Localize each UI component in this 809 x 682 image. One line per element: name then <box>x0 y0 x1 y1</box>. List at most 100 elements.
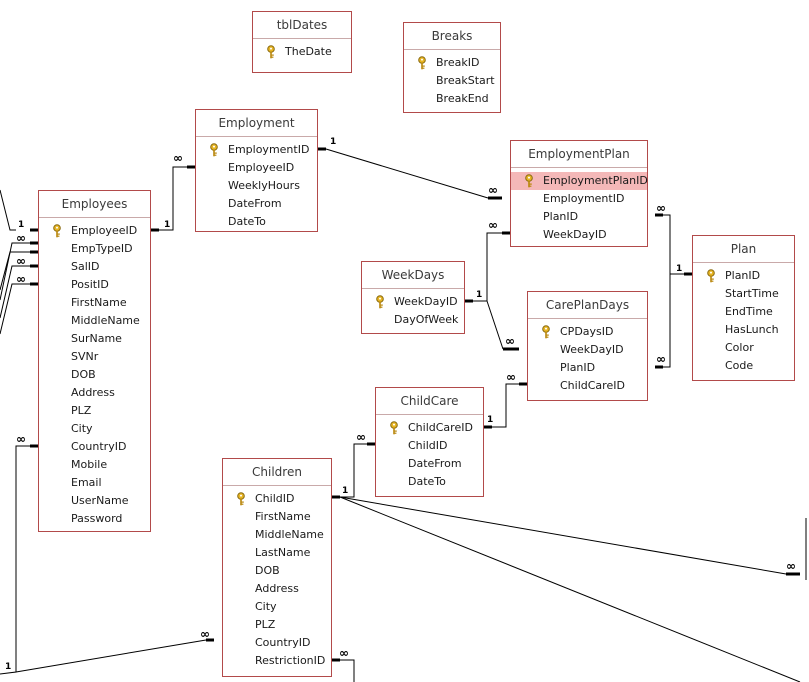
field-weeklyhours[interactable]: WeeklyHours <box>196 177 317 195</box>
table-title[interactable]: EmploymentPlan <box>511 141 647 168</box>
field-employmentplanid[interactable]: EmploymentPlanID <box>511 172 648 190</box>
field-salid[interactable]: SalID <box>39 258 150 276</box>
field-plz[interactable]: PLZ <box>223 616 331 634</box>
field-label: DateTo <box>228 215 266 228</box>
field-plz[interactable]: PLZ <box>39 402 150 420</box>
field-breakend[interactable]: BreakEnd <box>404 90 500 108</box>
field-breakid[interactable]: BreakID <box>404 54 500 72</box>
field-weekdayid[interactable]: WeekDayID <box>511 226 647 244</box>
table-title[interactable]: WeekDays <box>362 262 464 289</box>
field-label: Password <box>71 512 123 525</box>
field-label: DateFrom <box>228 197 282 210</box>
field-datefrom[interactable]: DateFrom <box>196 195 317 213</box>
relation-country-children <box>15 639 207 673</box>
table-title[interactable]: ChildCare <box>376 388 483 415</box>
field-label: Mobile <box>71 458 108 471</box>
field-dateto[interactable]: DateTo <box>196 213 317 231</box>
field-username[interactable]: UserName <box>39 492 150 510</box>
field-surname[interactable]: SurName <box>39 330 150 348</box>
field-employeeid[interactable]: EmployeeID <box>39 222 150 240</box>
field-childcareid[interactable]: ChildCareID <box>528 377 647 395</box>
field-firstname[interactable]: FirstName <box>223 508 331 526</box>
field-weekdayid[interactable]: WeekDayID <box>362 293 464 311</box>
field-employmentid[interactable]: EmploymentID <box>196 141 317 159</box>
field-positid[interactable]: PositID <box>39 276 150 294</box>
field-label: EmploymentPlanID <box>543 174 648 187</box>
field-emptypeid[interactable]: EmpTypeID <box>39 240 150 258</box>
field-label: DateFrom <box>408 457 462 470</box>
field-label: Code <box>725 359 754 372</box>
field-list: TheDate <box>253 39 351 61</box>
field-weekdayid[interactable]: WeekDayID <box>528 341 647 359</box>
field-mobile[interactable]: Mobile <box>39 456 150 474</box>
table-title[interactable]: Breaks <box>404 23 500 50</box>
field-planid[interactable]: PlanID <box>693 267 794 285</box>
field-employeeid[interactable]: EmployeeID <box>196 159 317 177</box>
field-label: FirstName <box>71 296 127 309</box>
field-planid[interactable]: PlanID <box>528 359 647 377</box>
field-endtime[interactable]: EndTime <box>693 303 794 321</box>
field-address[interactable]: Address <box>223 580 331 598</box>
relation-children-childcare <box>340 443 367 498</box>
field-lastname[interactable]: LastName <box>223 544 331 562</box>
field-dob[interactable]: DOB <box>39 366 150 384</box>
field-label: EmployeeID <box>228 161 295 174</box>
field-city[interactable]: City <box>223 598 331 616</box>
field-dob[interactable]: DOB <box>223 562 331 580</box>
relation-employees-country <box>0 445 30 675</box>
field-thedate[interactable]: TheDate <box>253 43 351 61</box>
field-firstname[interactable]: FirstName <box>39 294 150 312</box>
field-childid[interactable]: ChildID <box>223 490 331 508</box>
field-countryid[interactable]: CountryID <box>39 438 150 456</box>
table-title[interactable]: Employment <box>196 110 317 137</box>
table-title[interactable]: tblDates <box>253 12 351 39</box>
field-employmentid[interactable]: EmploymentID <box>511 190 647 208</box>
field-address[interactable]: Address <box>39 384 150 402</box>
field-svnr[interactable]: SVNr <box>39 348 150 366</box>
field-code[interactable]: Code <box>693 357 794 375</box>
one-symbol: 1 <box>342 486 349 496</box>
field-city[interactable]: City <box>39 420 150 438</box>
table-title[interactable]: Plan <box>693 236 794 263</box>
table-title[interactable]: Children <box>223 459 331 486</box>
table-title[interactable]: Employees <box>39 191 150 218</box>
field-label: EmploymentID <box>228 143 310 156</box>
many-symbol: ∞ <box>16 272 26 286</box>
field-haslunch[interactable]: HasLunch <box>693 321 794 339</box>
many-symbol: ∞ <box>656 352 666 366</box>
field-dateto[interactable]: DateTo <box>376 473 483 491</box>
field-dayofweek[interactable]: DayOfWeek <box>362 311 464 329</box>
field-restrictionid[interactable]: RestrictionID <box>223 652 331 670</box>
field-color[interactable]: Color <box>693 339 794 357</box>
field-label: DOB <box>255 564 280 577</box>
field-middlename[interactable]: MiddleName <box>223 526 331 544</box>
field-starttime[interactable]: StartTime <box>693 285 794 303</box>
field-childcareid[interactable]: ChildCareID <box>376 419 483 437</box>
field-password[interactable]: Password <box>39 510 150 528</box>
field-email[interactable]: Email <box>39 474 150 492</box>
field-countryid[interactable]: CountryID <box>223 634 331 652</box>
relation-weekdays-careplandays <box>486 300 504 350</box>
field-label: ChildCareID <box>560 379 625 392</box>
field-label: RestrictionID <box>255 654 326 667</box>
many-symbol: ∞ <box>16 231 26 245</box>
many-symbol: ∞ <box>488 183 498 197</box>
field-datefrom[interactable]: DateFrom <box>376 455 483 473</box>
field-planid[interactable]: PlanID <box>511 208 647 226</box>
field-breakstart[interactable]: BreakStart <box>404 72 500 90</box>
field-middlename[interactable]: MiddleName <box>39 312 150 330</box>
table-title[interactable]: CarePlanDays <box>528 292 647 319</box>
field-childid[interactable]: ChildID <box>376 437 483 455</box>
field-cpdaysid[interactable]: CPDaysID <box>528 323 647 341</box>
